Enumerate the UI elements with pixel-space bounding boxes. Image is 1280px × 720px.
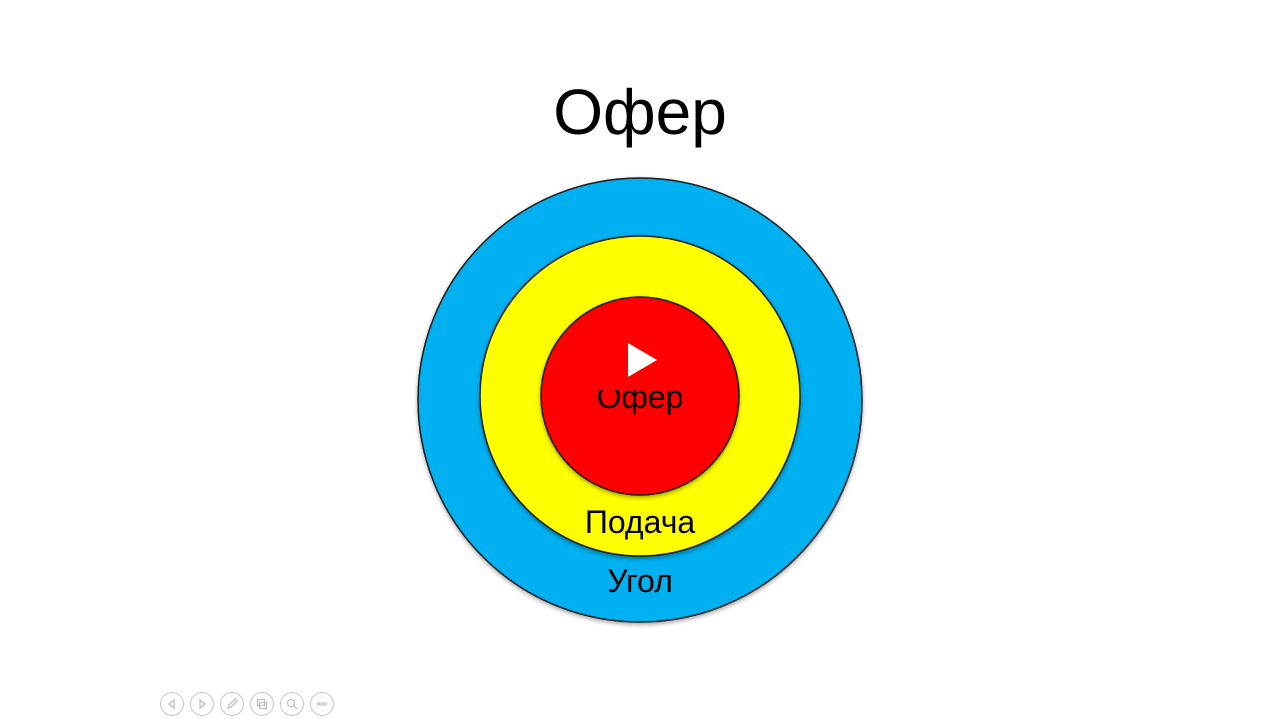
- previous-slide-button[interactable]: [160, 692, 184, 716]
- arrow-left-icon: [167, 698, 175, 710]
- play-video-button[interactable]: [600, 330, 680, 390]
- next-slide-button[interactable]: [190, 692, 214, 716]
- slideshow-controls: [160, 692, 334, 718]
- slides-icon: [256, 698, 268, 710]
- pen-tool-button[interactable]: [220, 692, 244, 716]
- more-icon: [316, 702, 328, 706]
- outer-ring-label: Угол: [607, 563, 673, 599]
- middle-ring-label: Подача: [585, 504, 696, 540]
- arrow-right-icon: [199, 698, 207, 710]
- pen-icon: [226, 698, 238, 710]
- play-icon: [628, 343, 657, 377]
- slides-view-button[interactable]: [250, 692, 274, 716]
- magnifier-icon: [286, 698, 298, 710]
- more-options-button[interactable]: [310, 692, 334, 716]
- inner-ring: [540, 296, 740, 496]
- slide-title: Офер: [553, 76, 727, 148]
- zoom-button[interactable]: [280, 692, 304, 716]
